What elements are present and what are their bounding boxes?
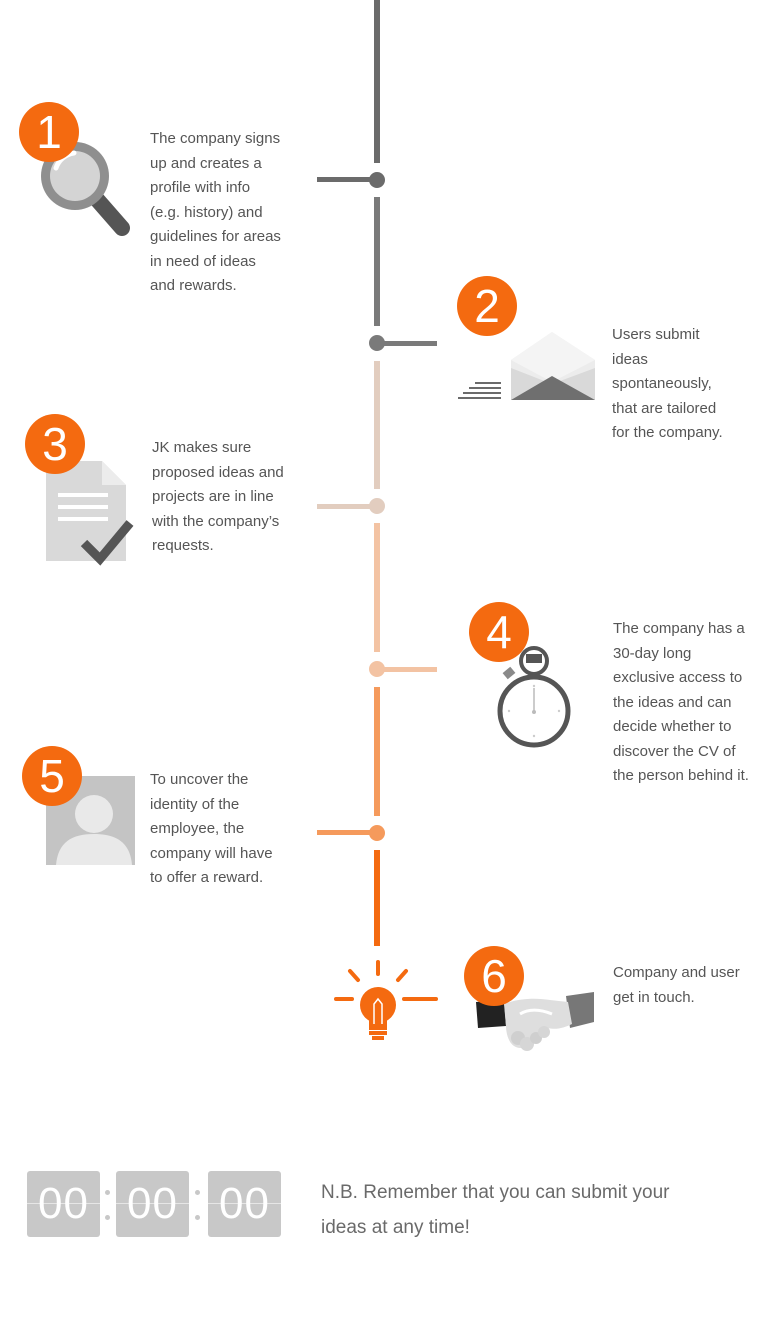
timeline-segment-4 — [374, 523, 380, 652]
node-4 — [369, 661, 385, 677]
document-check-icon — [46, 461, 134, 566]
step-6-text: Company and user get in touch. — [613, 964, 740, 1006]
connector-4 — [377, 667, 437, 672]
step-4-number: 4 — [469, 602, 529, 662]
timeline-segment-3 — [374, 361, 380, 489]
step-6-number: 6 — [464, 946, 524, 1006]
step-4-text: The company has a 30-day long exclusive … — [613, 620, 749, 784]
countdown-seconds: 00 — [208, 1171, 281, 1237]
step-1-number: 1 — [19, 102, 79, 162]
timeline-segment-2 — [374, 197, 380, 326]
stopwatch-icon — [497, 646, 571, 748]
timeline — [317, 0, 438, 1040]
reminder-note: N.B. Remember that you can submit your i… — [321, 1182, 670, 1238]
step-5-number: 5 — [22, 746, 82, 806]
step-3-text: JK makes sure proposed ideas and project… — [152, 439, 284, 554]
step-2-text: Users submit ideas spontaneously, that a… — [612, 326, 723, 441]
node-2 — [369, 335, 385, 351]
step-3-number: 3 — [25, 414, 85, 474]
timeline-segment-5 — [374, 687, 380, 816]
countdown-separator — [105, 1190, 111, 1240]
countdown-separator — [195, 1190, 201, 1240]
step-5-text: To uncover the identity of the employee,… — [150, 771, 273, 886]
node-5 — [369, 825, 385, 841]
handshake-icon — [476, 992, 594, 1051]
step-2-number: 2 — [457, 276, 517, 336]
step-1-text: The company signs up and creates a profi… — [150, 130, 281, 294]
connector-1 — [317, 177, 377, 182]
lightbulb-icon — [334, 960, 438, 1040]
countdown-hours: 00 — [27, 1171, 100, 1237]
connector-3 — [317, 504, 377, 509]
connector-5 — [317, 830, 377, 835]
timeline-segment-1 — [374, 0, 380, 163]
countdown-minutes: 00 — [116, 1171, 189, 1237]
connector-2 — [377, 341, 437, 346]
node-3 — [369, 498, 385, 514]
timeline-segment-6 — [374, 850, 380, 946]
envelope-icon — [458, 332, 595, 400]
node-1 — [369, 172, 385, 188]
